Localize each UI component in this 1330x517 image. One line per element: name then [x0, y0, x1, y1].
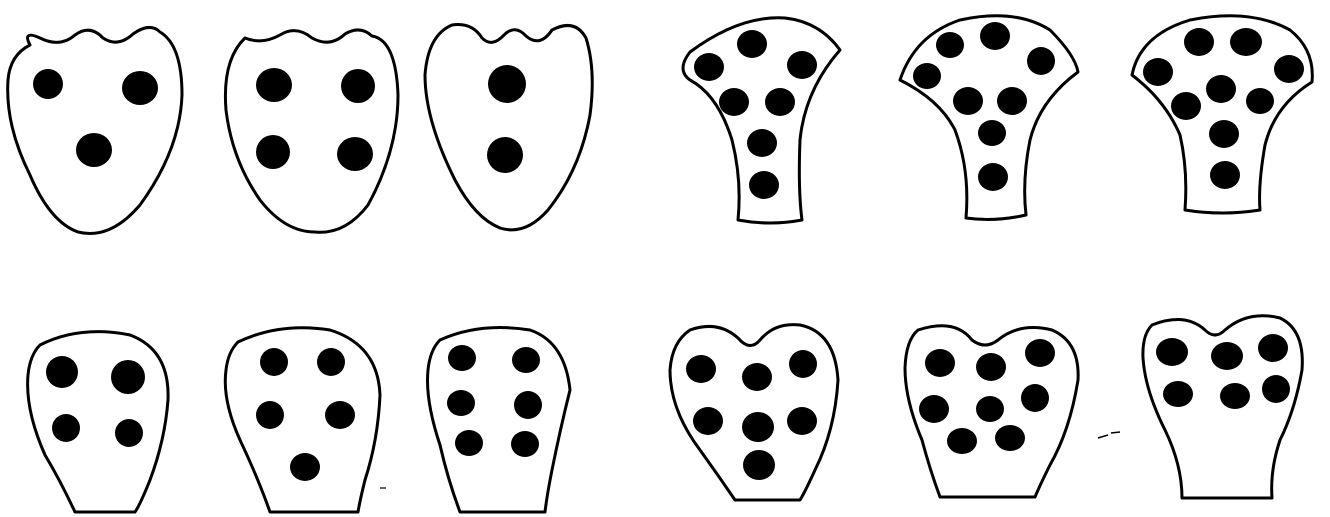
dot	[1184, 28, 1214, 56]
dot	[341, 69, 375, 103]
dot	[978, 120, 1006, 146]
shape-10	[670, 325, 838, 500]
group-top-left	[8, 25, 593, 234]
dot	[719, 88, 749, 116]
group-top-right	[683, 16, 1312, 223]
dot	[947, 428, 977, 454]
dot	[448, 345, 476, 371]
dot	[737, 30, 767, 58]
dot	[447, 390, 475, 416]
shape-outline	[425, 25, 592, 230]
dot	[256, 401, 284, 429]
dot	[1025, 339, 1055, 367]
dot	[919, 395, 949, 423]
dot	[1156, 338, 1188, 366]
dot	[488, 65, 526, 103]
dot	[913, 63, 941, 89]
dot	[925, 349, 955, 377]
dot	[1258, 334, 1288, 362]
dot	[256, 68, 292, 102]
dot	[995, 425, 1025, 451]
dot	[976, 396, 1004, 422]
shape-outline	[8, 27, 182, 233]
dot	[686, 355, 716, 383]
dot	[1262, 375, 1290, 403]
dot	[1209, 120, 1239, 148]
dot	[337, 137, 373, 171]
dot	[455, 430, 483, 456]
shape-4	[683, 18, 840, 223]
dot	[317, 348, 345, 376]
dot	[1143, 58, 1173, 86]
dot	[694, 53, 724, 81]
dot	[290, 453, 320, 481]
shape-8	[225, 328, 380, 512]
shape-3	[425, 25, 592, 230]
dot	[1246, 88, 1274, 114]
dot	[953, 87, 983, 115]
shape-9	[428, 328, 571, 512]
group-bottom-left	[28, 328, 570, 512]
group-bottom-right	[670, 316, 1302, 500]
dot	[1220, 383, 1250, 409]
dot	[46, 356, 78, 388]
dot	[787, 407, 817, 435]
dot	[511, 431, 539, 457]
dot	[260, 348, 288, 376]
dot	[1211, 342, 1243, 370]
dot	[111, 360, 145, 394]
dot	[743, 450, 775, 480]
dot	[52, 414, 80, 442]
shape-11	[905, 326, 1078, 497]
dot	[115, 419, 143, 447]
shape-outline	[225, 30, 398, 232]
dot	[749, 171, 779, 199]
dot	[742, 412, 774, 442]
shape-7	[28, 332, 168, 512]
dot	[512, 347, 540, 373]
dot	[1206, 75, 1236, 103]
dot	[980, 22, 1010, 50]
dot	[256, 135, 290, 169]
shape-2	[225, 30, 398, 232]
dot	[1163, 381, 1193, 407]
dot	[487, 137, 523, 173]
dot	[1021, 384, 1049, 412]
dot	[789, 350, 817, 378]
shape-outline	[28, 332, 168, 512]
dot	[747, 129, 777, 157]
dot	[978, 163, 1008, 191]
shape-12	[1143, 316, 1302, 498]
dot	[514, 391, 542, 419]
dot	[1274, 55, 1304, 83]
dot	[1171, 92, 1201, 120]
shape-6	[1132, 16, 1312, 213]
dot	[1210, 161, 1240, 189]
dot	[693, 407, 723, 435]
dot	[936, 32, 964, 58]
shape-1	[8, 27, 182, 233]
shape-outline	[225, 328, 380, 512]
dot	[787, 51, 817, 79]
stray-mark	[1098, 432, 1120, 438]
dot	[1230, 28, 1262, 56]
dot	[325, 401, 355, 429]
dot	[122, 71, 158, 105]
shape-5	[900, 16, 1078, 220]
dot	[765, 88, 795, 116]
dot	[997, 87, 1027, 115]
dot	[33, 69, 63, 99]
dot	[976, 353, 1006, 381]
dot	[742, 363, 772, 391]
dot	[1027, 47, 1055, 75]
dot	[76, 133, 112, 167]
